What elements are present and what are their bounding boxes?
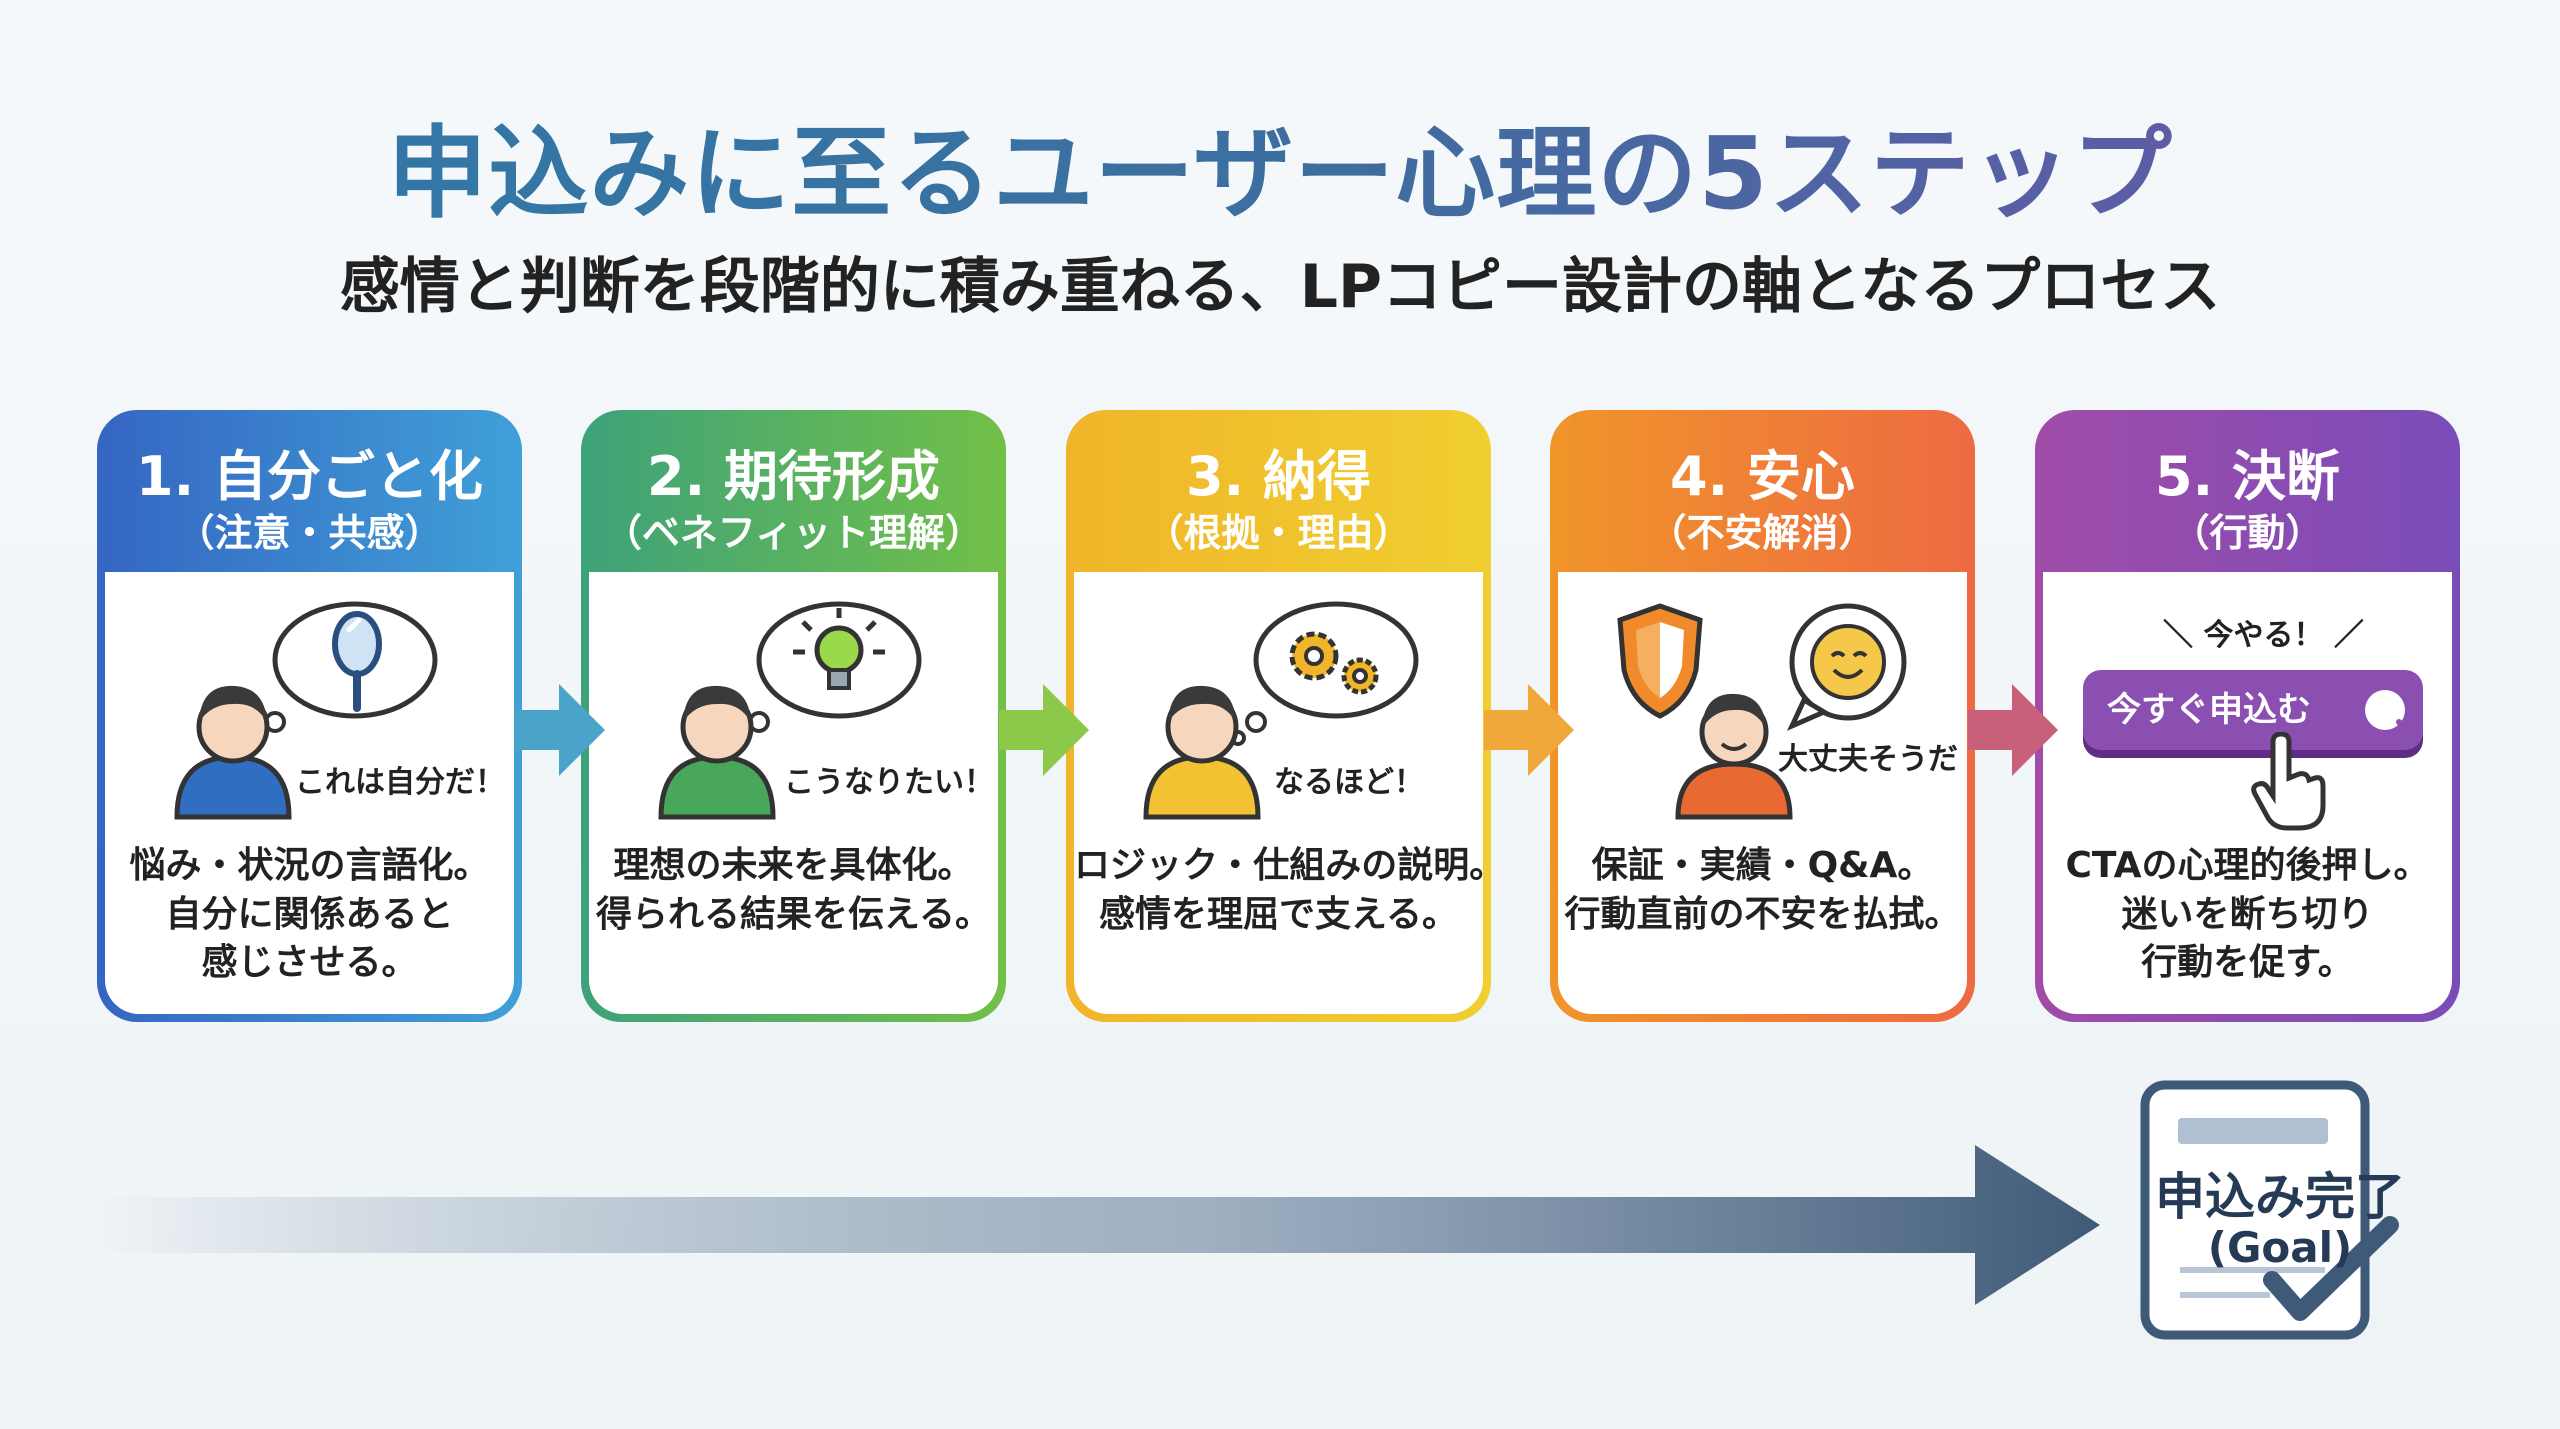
step-body: なるほど！ ロジック・仕組みの説明。 感情を理屈で支える。	[1074, 572, 1506, 1014]
step-card-4: 4. 安心 （不安解消） 大丈夫そうだ 保証・実績・Q&A。	[1550, 410, 1975, 1022]
step-card-5: 5. 決断 （行動） ＼ 今やる！ ／ 今すぐ申込む CTAの心理的後押し。 迷…	[2035, 410, 2460, 1022]
step-title: 2. 期待形成	[647, 445, 940, 508]
page-title: 申込みに至るユーザー心理の5ステップ	[0, 92, 2560, 237]
step-description: 保証・実績・Q&A。 行動直前の不安を払拭。	[1564, 845, 1961, 935]
step-card-2: 2. 期待形成 （ベネフィット理解） こうなりたい！ 理想の未来を具体化。 得ら…	[581, 410, 1006, 1022]
step-body: ＼ 今やる！ ／ 今すぐ申込む CTAの心理的後押し。 迷いを断ち切り 行動を促…	[2043, 572, 2452, 1014]
step-description: CTAの心理的後押し。 迷いを断ち切り 行動を促す。	[2065, 845, 2430, 984]
step-description: ロジック・仕組みの説明。 感情を理屈で支える。	[1074, 845, 1506, 935]
thought-text: こうなりたい！	[784, 765, 994, 800]
arrow-right-icon	[515, 684, 605, 776]
lightbulb-icon	[793, 608, 885, 690]
check-icon	[2365, 690, 2422, 732]
person-thinking-icon	[174, 601, 438, 820]
mirror-icon	[332, 611, 382, 712]
step-body: これは自分だ！ 悩み・状況の言語化。 自分に関係あると 感じさせる。	[105, 572, 514, 1014]
goal-label: 申込み完了 (Goal)	[2155, 1168, 2405, 1272]
smile-bubble-icon	[1786, 603, 1907, 731]
shield-icon	[1617, 603, 1703, 719]
apply-now-button[interactable]: 今すぐ申込む	[2083, 670, 2423, 750]
step-title: 5. 決断	[2155, 445, 2340, 508]
step-subtitle: （ベネフィット理解）	[603, 511, 984, 555]
thought-text: ＼ 今やる！ ／	[2163, 618, 2364, 653]
thought-text: なるほど！	[1274, 765, 1424, 800]
thought-text: 大丈夫そうだ	[1778, 742, 1958, 777]
step-description: 理想の未来を具体化。 得られる結果を伝える。	[596, 845, 991, 935]
step-subtitle: （行動）	[2171, 511, 2324, 555]
step-description: 悩み・状況の言語化。 自分に関係あると 感じさせる。	[129, 845, 490, 984]
arrow-right-icon	[1968, 684, 2058, 776]
step-card-1: 1. 自分ごと化 （注意・共感） これは自分だ！ 悩み・状況の言語化。 自分に関…	[97, 410, 522, 1022]
step-title: 1. 自分ごと化	[136, 445, 483, 508]
thought-text: これは自分だ！	[295, 765, 505, 800]
step-body: 大丈夫そうだ 保証・実績・Q&A。 行動直前の不安を払拭。	[1558, 572, 1967, 1014]
step-subtitle: （根拠・理由）	[1145, 511, 1412, 555]
progress-arrow	[95, 1145, 2100, 1305]
step-title: 4. 安心	[1670, 445, 1855, 508]
goal-document-icon	[2140, 1080, 2399, 1340]
person-thinking-icon	[658, 601, 922, 820]
step-body: こうなりたい！ 理想の未来を具体化。 得られる結果を伝える。	[589, 572, 998, 1014]
arrow-right-icon	[999, 684, 1089, 776]
person-reassured-icon	[1617, 603, 1907, 820]
step-title: 3. 納得	[1186, 445, 1371, 508]
page-subtitle: 感情と判断を段階的に積み重ねる、LPコピー設計の軸となるプロセス	[339, 252, 2221, 322]
step-card-3: 3. 納得 （根拠・理由） なるほど！ ロジック・仕組みの説明。 感情を理屈で支…	[1066, 410, 1506, 1022]
person-thinking-icon	[1143, 601, 1419, 820]
gears-icon	[1289, 631, 1379, 695]
arrow-right-icon	[1484, 684, 1574, 776]
cta-label: 今すぐ申込む	[2107, 690, 2311, 730]
step-subtitle: （不安解消）	[1648, 511, 1877, 555]
cursor-hand-icon	[2251, 732, 2326, 831]
step-subtitle: （注意・共感）	[176, 511, 443, 555]
